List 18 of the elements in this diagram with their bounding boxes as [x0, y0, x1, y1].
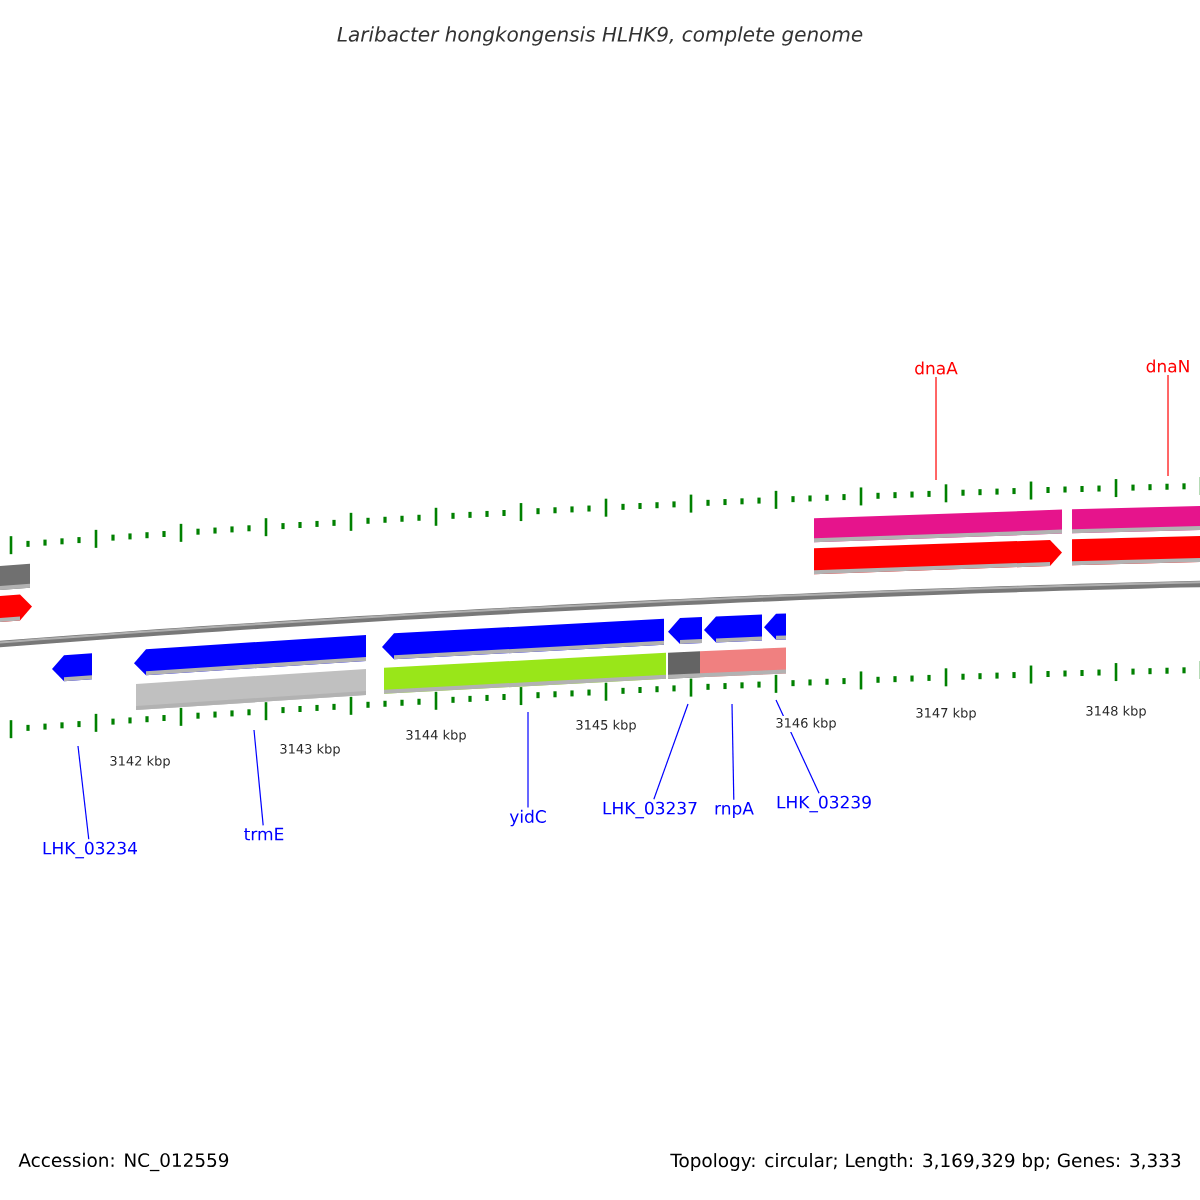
gene-label: LHK_03239: [777, 795, 871, 813]
gene-label: yidC: [509, 809, 546, 827]
leader-line: [935, 376, 937, 481]
leader-line: [1167, 374, 1169, 477]
gene-label: dnaA: [915, 361, 958, 375]
gene-label: trmE: [244, 827, 284, 841]
title: Laribacter hongkongensis HLHK9, complete genome: [337, 26, 863, 46]
leader-line: [253, 729, 264, 826]
leader-line: [653, 703, 689, 800]
gene-label: LHK_03234: [43, 841, 137, 859]
gene-label: LHK_03237: [603, 801, 697, 819]
leader-line: [731, 703, 735, 801]
gene-label: rnpA: [715, 802, 754, 818]
accession-text: Accession: NC_012559: [18, 1152, 229, 1172]
gene-label: dnaN: [1146, 359, 1189, 373]
leader-line: [527, 711, 529, 808]
leader-line: [77, 745, 90, 840]
genome-info-text: Topology: circular; Length: 3,169,329 bp; Genes: 3,333: [670, 1153, 1181, 1171]
